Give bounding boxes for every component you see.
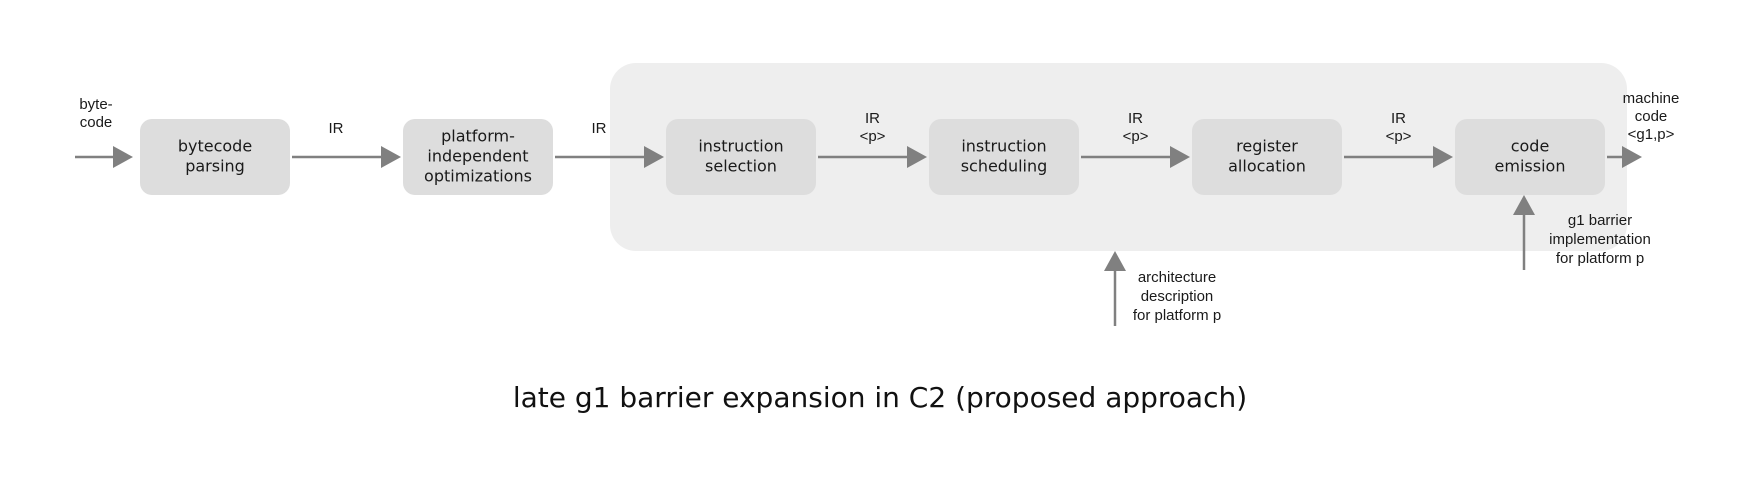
stage-box bbox=[140, 119, 290, 195]
arrowhead-icon bbox=[1170, 146, 1190, 168]
arrowhead-icon bbox=[1433, 146, 1453, 168]
edge-arrow-1 bbox=[292, 146, 401, 168]
edge-arrow-2 bbox=[555, 146, 664, 168]
architecture-description-label-line: for platform p bbox=[1133, 307, 1221, 324]
stage-label-line: optimizations bbox=[424, 167, 532, 186]
architecture-description-label-line: architecture bbox=[1138, 269, 1216, 286]
output-label-line: code bbox=[1635, 108, 1668, 125]
output-label-line: machine bbox=[1623, 90, 1680, 107]
arrowhead-icon bbox=[644, 146, 664, 168]
architecture-input-arrow bbox=[1104, 251, 1126, 326]
arrowhead-icon bbox=[1104, 251, 1126, 271]
edge-label-line: <p> bbox=[1123, 128, 1149, 145]
arrowhead-icon bbox=[113, 146, 133, 168]
edge-label-line: IR bbox=[865, 110, 880, 127]
stage-label-line: instruction bbox=[698, 137, 783, 156]
arrowhead-icon bbox=[1622, 146, 1642, 168]
g1-barrier-implementation-label-line: implementation bbox=[1549, 231, 1651, 248]
g1-barrier-input-arrow bbox=[1513, 195, 1535, 270]
stage-label-line: bytecode bbox=[178, 137, 252, 156]
edge-label-line: <p> bbox=[1386, 128, 1412, 145]
edge-label-line: IR bbox=[329, 120, 344, 137]
edge-label: IR bbox=[329, 120, 344, 137]
edge-label: IR<p> bbox=[860, 110, 886, 145]
stage-label-line: selection bbox=[705, 157, 777, 176]
diagram-title: late g1 barrier expansion in C2 (propose… bbox=[513, 381, 1247, 414]
stage-label-line: scheduling bbox=[961, 157, 1048, 176]
arrowhead-icon bbox=[907, 146, 927, 168]
edge-label-line: IR bbox=[1391, 110, 1406, 127]
stage-box bbox=[1455, 119, 1605, 195]
edge-arrow-5 bbox=[1344, 146, 1453, 168]
edge-label-line: IR bbox=[592, 120, 607, 137]
edge-label: IR<p> bbox=[1123, 110, 1149, 145]
output-arrow bbox=[1607, 146, 1642, 168]
stage-box bbox=[666, 119, 816, 195]
input-label-line: byte- bbox=[79, 96, 112, 113]
input-arrow bbox=[75, 146, 133, 168]
stage-label-line: allocation bbox=[1228, 157, 1306, 176]
input-label-line: code bbox=[80, 114, 113, 131]
g1-barrier-implementation-label-line: g1 barrier bbox=[1568, 212, 1632, 229]
edge-label-line: IR bbox=[1128, 110, 1143, 127]
edge-label: IR<p> bbox=[1386, 110, 1412, 145]
edge-arrow-3 bbox=[818, 146, 927, 168]
stage-box bbox=[1192, 119, 1342, 195]
arrowhead-icon bbox=[1513, 195, 1535, 215]
arrowhead-icon bbox=[381, 146, 401, 168]
edge-label: IR bbox=[592, 120, 607, 137]
stage-label-line: parsing bbox=[185, 157, 245, 176]
stage-label-line: register bbox=[1236, 137, 1298, 156]
stage-box bbox=[929, 119, 1079, 195]
output-label-line: <g1,p> bbox=[1628, 126, 1675, 143]
g1-barrier-implementation-label: g1 barrier implementation for platform p bbox=[1549, 212, 1651, 267]
stage-label-line: emission bbox=[1495, 157, 1566, 176]
stage-box bbox=[403, 119, 553, 195]
edge-label-line: <p> bbox=[860, 128, 886, 145]
architecture-description-label-line: description bbox=[1141, 288, 1214, 305]
edge-arrow-4 bbox=[1081, 146, 1190, 168]
stage-label-line: code bbox=[1511, 137, 1550, 156]
stage-label-line: independent bbox=[427, 147, 528, 166]
input-label: byte-code bbox=[79, 96, 112, 131]
stage-label-line: instruction bbox=[961, 137, 1046, 156]
stage-label-line: platform- bbox=[441, 127, 515, 146]
g1-barrier-implementation-label-line: for platform p bbox=[1556, 250, 1644, 267]
architecture-description-label: architecture description for platform p bbox=[1133, 269, 1221, 324]
